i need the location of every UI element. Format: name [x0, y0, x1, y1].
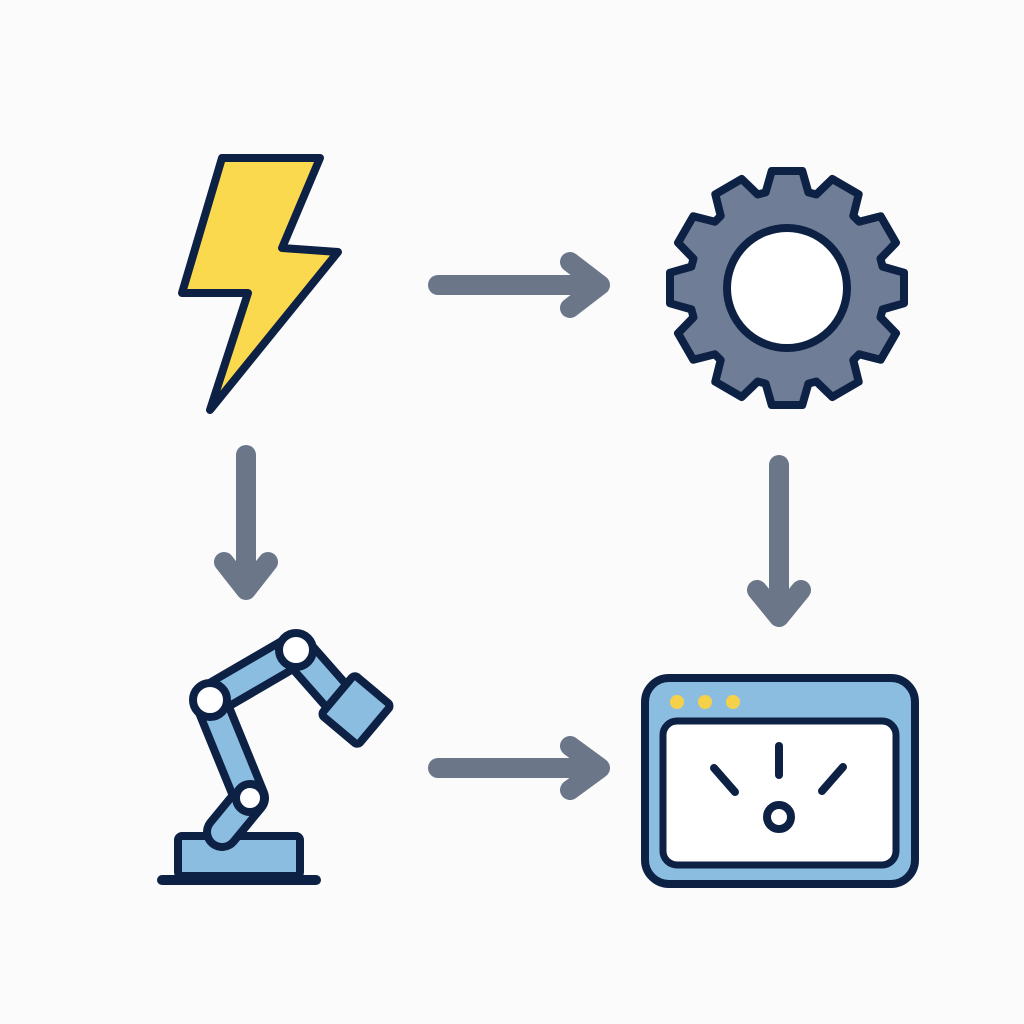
gear-icon — [666, 167, 908, 409]
arrow-robot-to-monitor — [428, 736, 610, 800]
lightning-bolt-icon — [178, 154, 342, 414]
alert-indicator-icon — [710, 742, 847, 833]
robot-arm-icon — [157, 629, 394, 885]
window-dot — [670, 695, 684, 709]
monitor-window-icon — [641, 674, 919, 888]
gear-hole — [723, 224, 851, 352]
arrow-power-to-robot — [214, 445, 278, 600]
arrow-power-to-processing — [428, 252, 610, 318]
window-dot — [726, 695, 740, 709]
arrow-processing-to-monitor — [747, 455, 811, 627]
window-dot — [698, 695, 712, 709]
